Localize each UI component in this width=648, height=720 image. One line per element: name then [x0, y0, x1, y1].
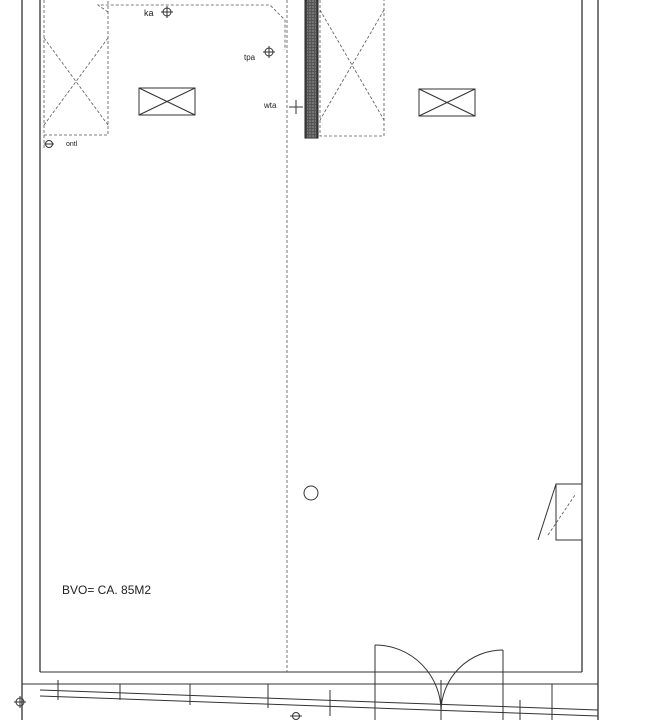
label-ka: ka [144, 8, 154, 18]
drain-symbol-icon [44, 140, 54, 148]
cross-box-icon [418, 88, 476, 117]
label-ontl: ontl [66, 141, 78, 148]
outer-walls [21, 0, 599, 720]
label-tpa: tpa [244, 53, 256, 62]
cross-box-icon [138, 87, 196, 116]
meter-box [537, 483, 583, 541]
door-swing-icon [374, 644, 504, 720]
label-wta: wta [263, 101, 277, 110]
drain-symbol-icon [161, 6, 173, 18]
column-hatch-icon [304, 0, 319, 139]
drain-symbol-icon [14, 696, 26, 708]
bottom-wall-strip [22, 680, 599, 720]
shaft-top-right [319, 0, 385, 137]
drain-symbol-icon [263, 46, 275, 58]
shaft-top-left [43, 0, 286, 150]
drain-symbol-icon [289, 100, 303, 114]
drain-symbol-icon [290, 712, 302, 720]
area-label: BVO= CA. 85M2 [62, 583, 151, 597]
floor-drain-icon [303, 485, 319, 501]
